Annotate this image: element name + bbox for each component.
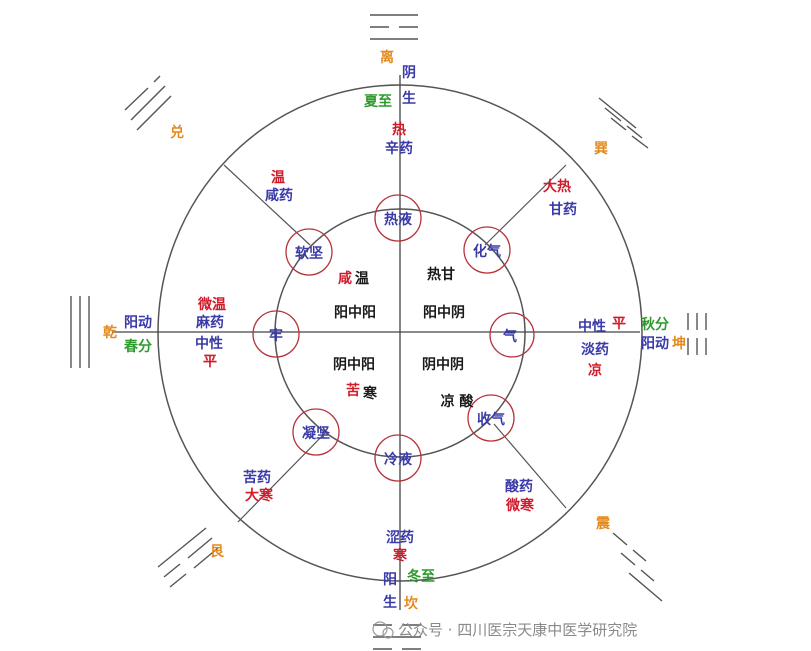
node-label-lower-left: 凝坚 [302, 426, 330, 442]
right-autumn-equinox: 秋分 [641, 316, 669, 333]
node-label-left: 牢 [269, 327, 283, 344]
left-ma-medicine: 麻药 [195, 314, 224, 331]
diagonal-upper-left [223, 164, 311, 246]
node-circle-lower-left [292, 408, 340, 456]
node-label-upper-right: 化气 [473, 243, 501, 260]
node-label-right: 气 [502, 328, 517, 345]
top-sheng: 生 [402, 90, 416, 107]
watermark-text: 公众号 · 四川医宗天康中医学研究院 [398, 621, 637, 639]
inner-lower-left-cold: 寒 [363, 385, 378, 402]
trigram-gen: 艮 [210, 544, 225, 560]
node-circle-upper-left [285, 228, 333, 276]
left-yang-dong: 阳动 [124, 314, 152, 331]
upper-right-sweet-medicine: 甘药 [549, 201, 577, 218]
node-circle-upper-right [463, 226, 511, 274]
trigram-dui: 兑 [170, 124, 184, 141]
watermark: 公众号 · 四川医宗天康中医学研究院 [372, 621, 637, 639]
inner-upper-left-quadrant: 阳中阳 [334, 304, 376, 321]
inner-lower-left-bitter: 苦 [346, 382, 360, 399]
upper-right-great-heat: 大热 [543, 178, 571, 195]
right-neutral: 中性 [578, 318, 606, 335]
left-slightly-warm: 微温 [197, 296, 226, 313]
diagonal-lower-right [493, 423, 567, 509]
left-ping: 平 [203, 354, 217, 370]
bottom-medicine: 涩药 [386, 529, 414, 546]
node-circle-right [489, 312, 535, 358]
top-medicine: 辛药 [385, 140, 413, 157]
inner-lower-left-quadrant: 阴中阳 [333, 356, 375, 373]
inner-upper-left-salty: 咸 [338, 270, 352, 287]
bottom-han: 寒 [393, 547, 408, 564]
node-label-lower-right: 收气 [477, 411, 505, 428]
trigram-marks [70, 14, 707, 650]
top-summer-solstice: 夏至 [364, 93, 392, 110]
left-spring-equinox: 春分 [123, 338, 152, 355]
right-cool: 凉 [588, 362, 602, 379]
right-bland-medicine: 淡药 [581, 341, 609, 358]
bottom-sheng: 生 [383, 594, 397, 611]
upper-left-warm: 温 [271, 170, 285, 186]
left-neutral: 中性 [195, 335, 223, 352]
right-yang-dong: 阳动 [641, 335, 669, 352]
node-circle-lower-right [467, 394, 515, 442]
node-label-bottom: 冷液 [384, 451, 413, 468]
lower-left-bitter-medicine: 苦药 [243, 469, 271, 486]
top-yin: 阴 [402, 65, 416, 81]
node-circle-bottom [374, 434, 422, 482]
lower-right-sour-medicine: 酸药 [505, 478, 533, 495]
inner-upper-right-quadrant: 阳中阴 [423, 304, 465, 321]
diagonal-lower-left [237, 431, 327, 523]
trigram-xun: 巽 [594, 141, 608, 157]
trigram-qian: 乾 [103, 324, 117, 341]
lower-right-slight-cold: 微寒 [505, 497, 535, 514]
upper-left-salty-medicine: 咸药 [265, 187, 293, 204]
node-label-upper-left: 软坚 [295, 245, 323, 262]
inner-lower-right-quadrant: 阴中阴 [422, 356, 464, 373]
inner-upper-left-warm: 温 [355, 271, 369, 287]
bottom-yang: 阳 [383, 572, 397, 588]
lower-left-great-cold: 大寒 [245, 487, 274, 504]
right-ping: 平 [612, 316, 626, 332]
diagonal-upper-right [484, 164, 567, 246]
inner-lower-right-cool-sour: 凉 酸 [441, 393, 475, 410]
inner-upper-right-hot-sweet: 热甘 [427, 266, 455, 283]
node-circle-left [252, 310, 300, 358]
top-re: 热 [392, 121, 406, 138]
trigram-kan: 坎 [404, 595, 419, 612]
trigram-zhen: 震 [595, 516, 611, 532]
node-circle-top [374, 194, 422, 242]
trigram-kun: 坤 [672, 335, 686, 352]
wechat-icon [372, 621, 388, 637]
bottom-winter-solstice: 冬至 [407, 568, 435, 585]
trigram-li: 离 [380, 49, 394, 66]
node-label-top: 热液 [384, 211, 413, 228]
